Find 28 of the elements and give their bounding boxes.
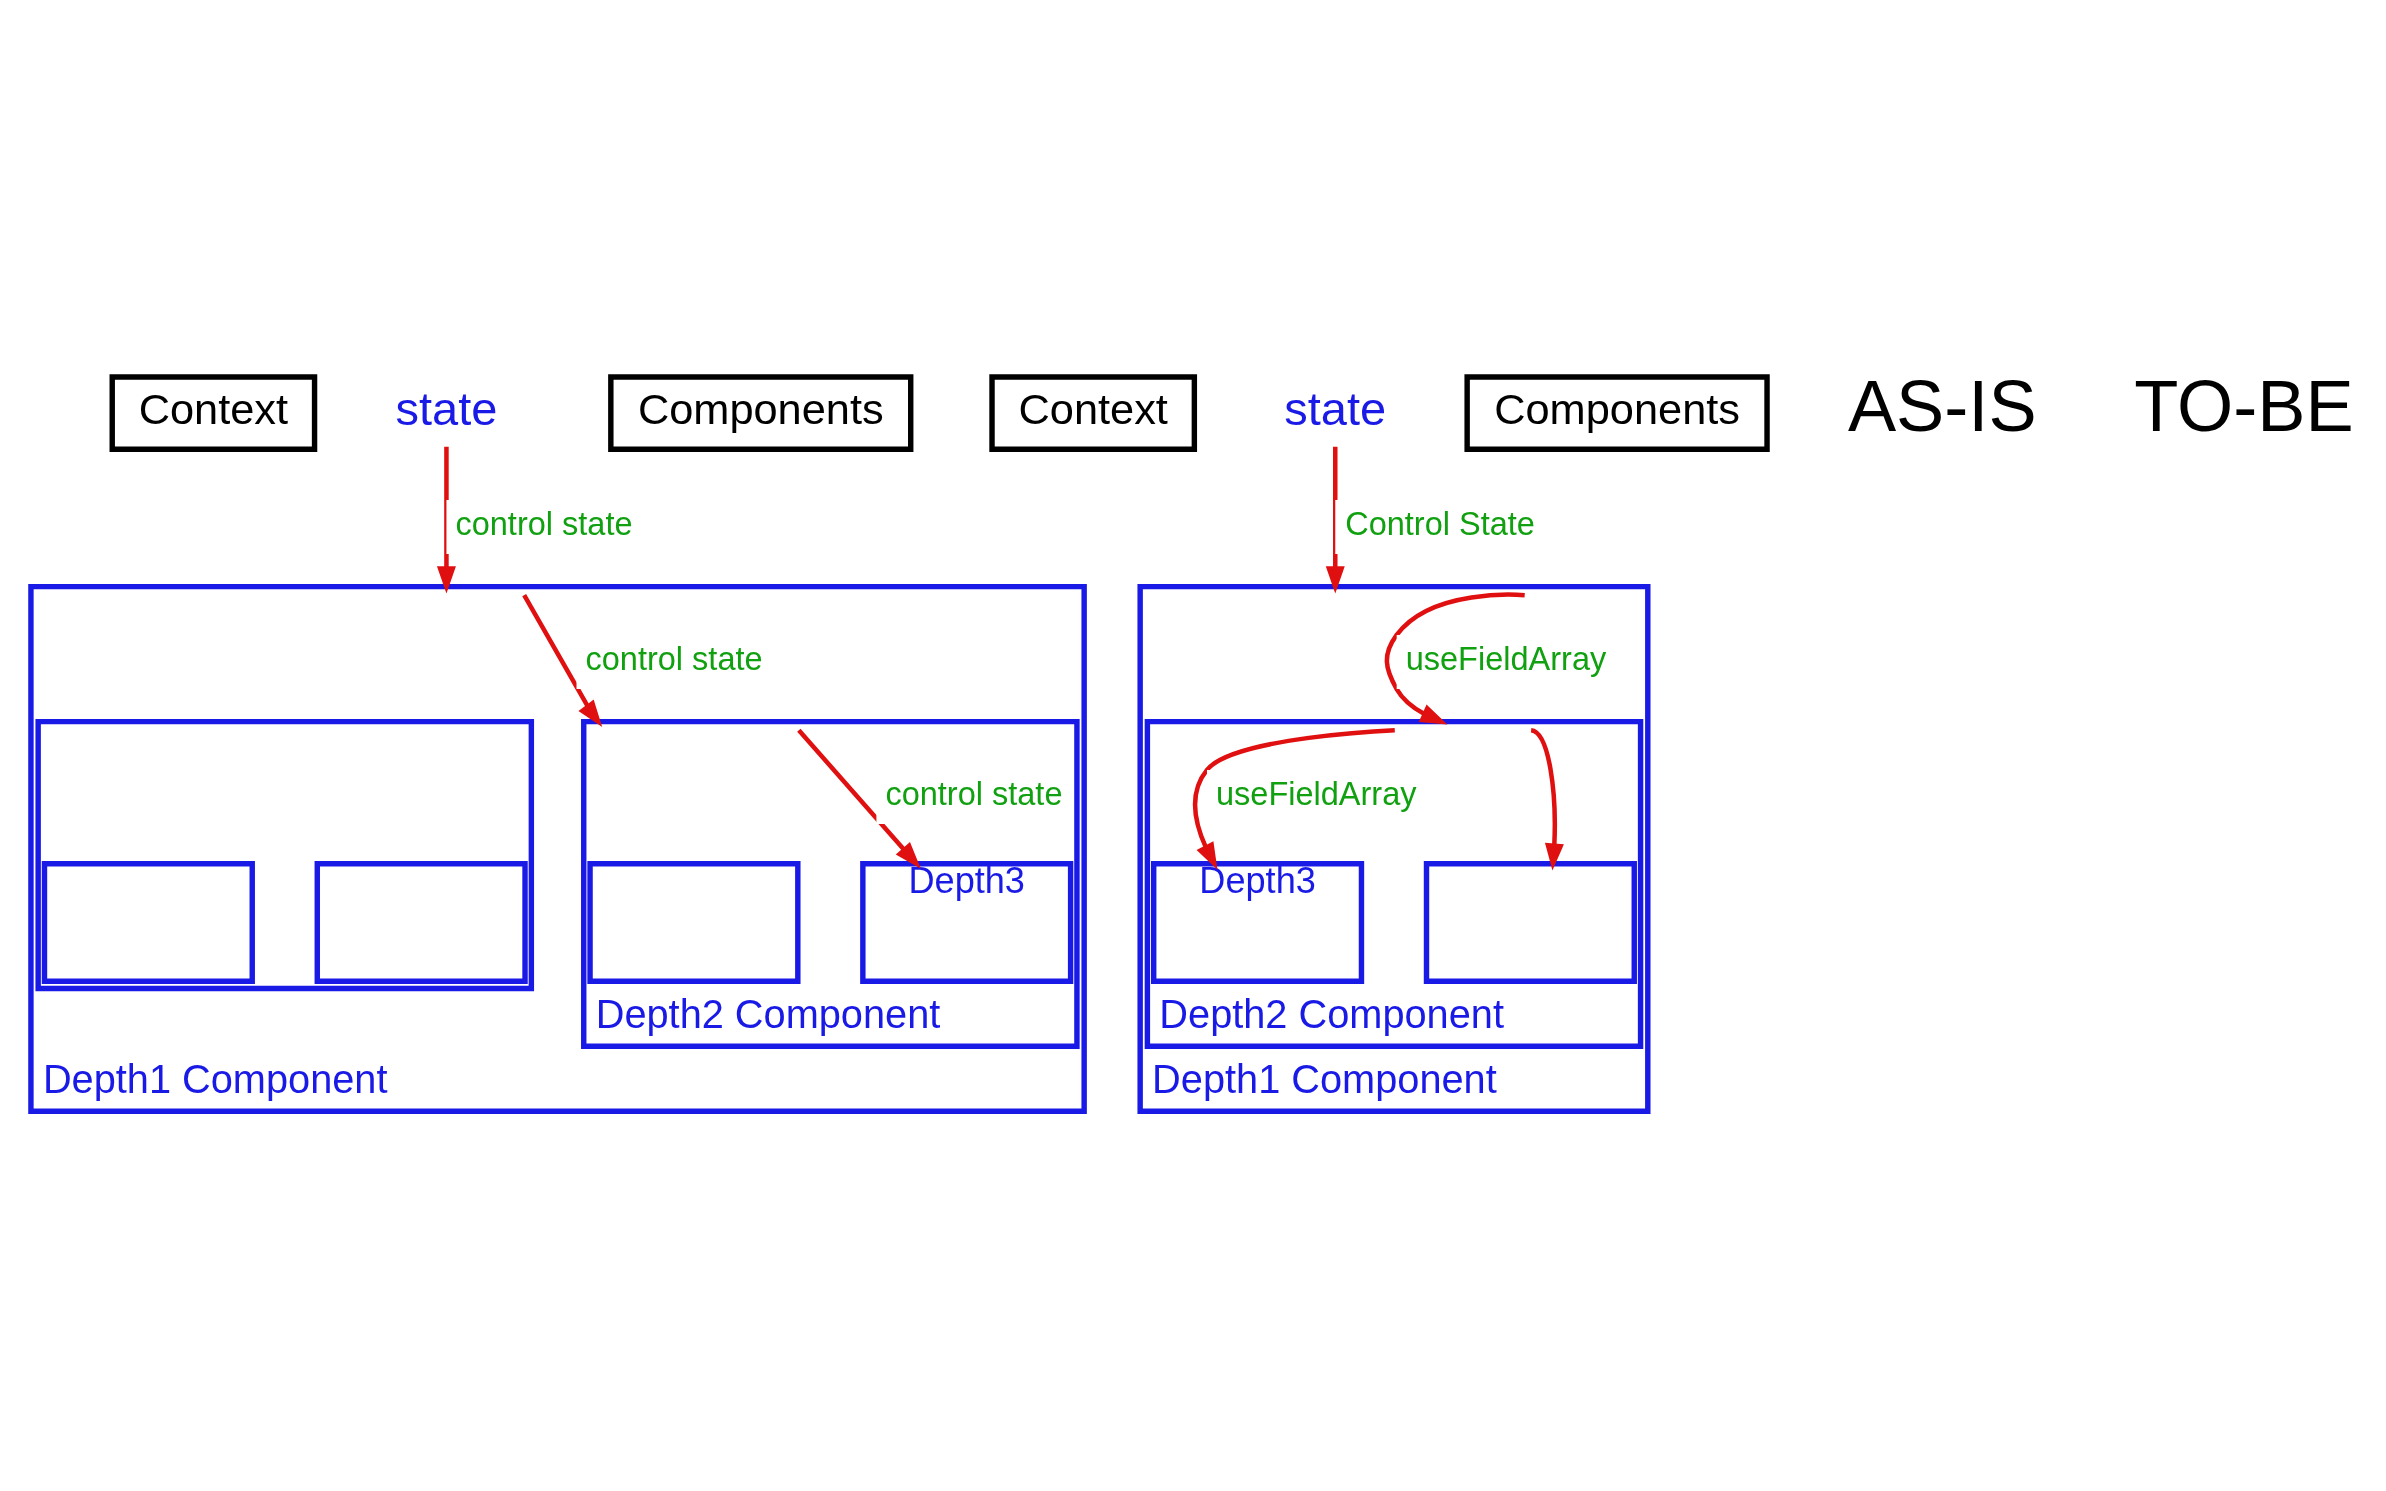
edge-label: control state [455, 505, 633, 542]
node-box: Components [1464, 373, 1770, 452]
edge-label: Control State [1345, 505, 1535, 542]
node-text: state [1284, 381, 1387, 435]
edge-label: useFieldArray [1405, 640, 1607, 677]
node-box [314, 860, 528, 984]
node-box: Context [109, 373, 318, 452]
label: AS-IS [1847, 365, 2037, 446]
arrow [1530, 727, 1564, 871]
node-box: Depth3 [1151, 860, 1365, 984]
arrow [1384, 591, 1525, 724]
edge-label: control state [585, 640, 763, 677]
node-text: state [395, 381, 498, 435]
node-box: Depth3 [860, 860, 1074, 984]
node-box: Components [608, 373, 914, 452]
arrow [1192, 727, 1395, 870]
label: TO-BE [2134, 365, 2354, 446]
node-box: Context [989, 373, 1198, 452]
edge-label: useFieldArray [1216, 775, 1417, 812]
node-box [41, 860, 255, 984]
arrow [436, 446, 456, 593]
arrow [1325, 446, 1345, 593]
arrow [522, 593, 603, 727]
arrow [797, 728, 921, 869]
cluster [35, 718, 535, 991]
edge-label: control state [885, 775, 1063, 812]
node-box [587, 860, 801, 984]
node-box [1423, 860, 1637, 984]
